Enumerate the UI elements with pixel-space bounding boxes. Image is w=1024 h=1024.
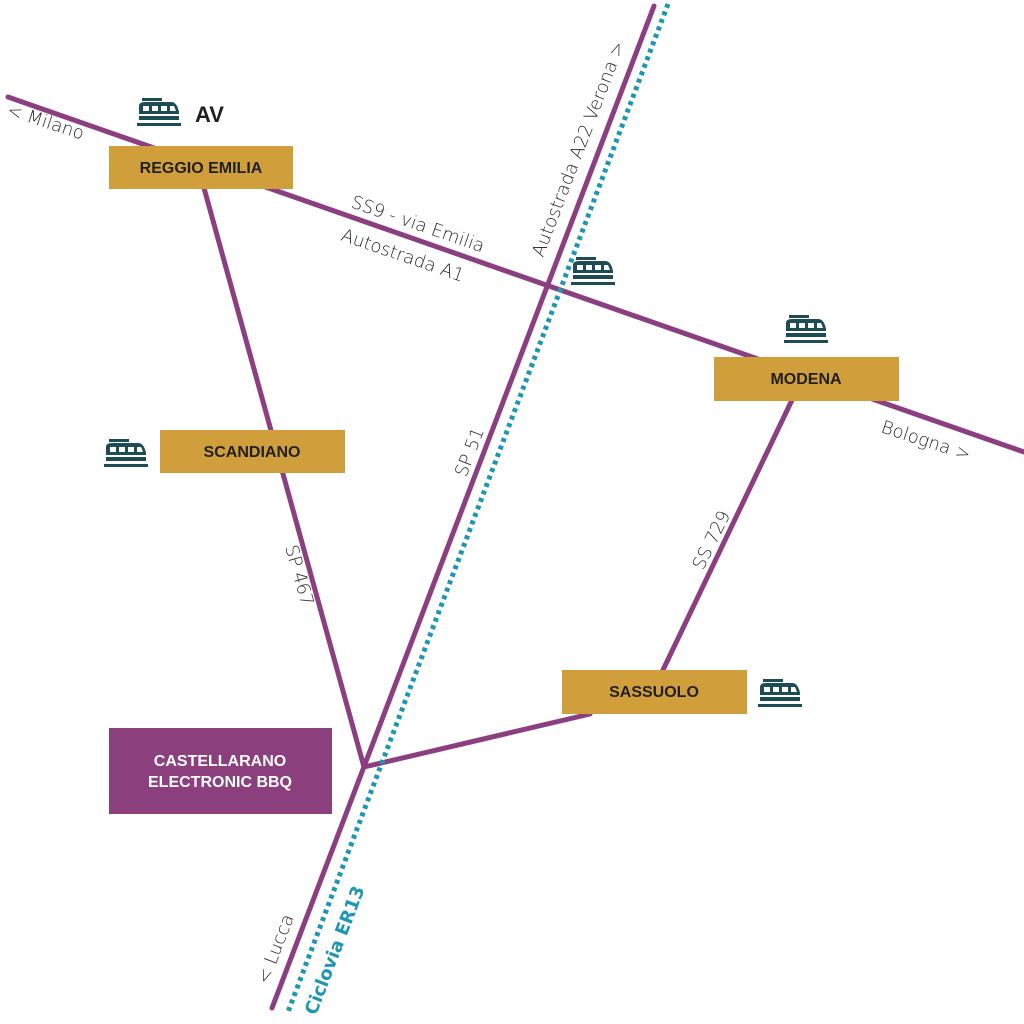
city-modena: MODENA xyxy=(714,357,899,401)
city-label: REGGIO EMILIA xyxy=(140,160,263,177)
train-icon xyxy=(571,257,615,285)
city-label: MODENA xyxy=(770,371,842,388)
label-milano: < Milano xyxy=(4,100,86,145)
label-ss729: SS 729 xyxy=(689,507,735,573)
road-sassuolo-link xyxy=(361,711,593,770)
destination-line-2: ELECTRONIC BBQ xyxy=(148,774,292,791)
destination-castellarano: CASTELLARANO ELECTRONIC BBQ xyxy=(109,728,332,814)
train-icon xyxy=(784,315,828,343)
train-icon xyxy=(137,98,181,126)
city-label: SASSUOLO xyxy=(609,684,699,701)
train-icon xyxy=(104,439,148,467)
train-icon xyxy=(758,679,802,707)
road-a22-sp51 xyxy=(269,3,657,1011)
road-ss729 xyxy=(659,397,795,675)
city-label: SCANDIANO xyxy=(204,444,301,461)
av-label: AV xyxy=(195,102,224,127)
cycle-route-er13 xyxy=(285,3,671,1013)
destination-line-1: CASTELLARANO xyxy=(154,753,286,770)
city-reggio-emilia: REGGIO EMILIA xyxy=(109,146,293,189)
label-bologna: Bologna > xyxy=(878,417,973,466)
road-sp467 xyxy=(201,185,367,770)
city-scandiano: SCANDIANO xyxy=(160,430,345,473)
city-sassuolo: SASSUOLO xyxy=(562,670,747,714)
